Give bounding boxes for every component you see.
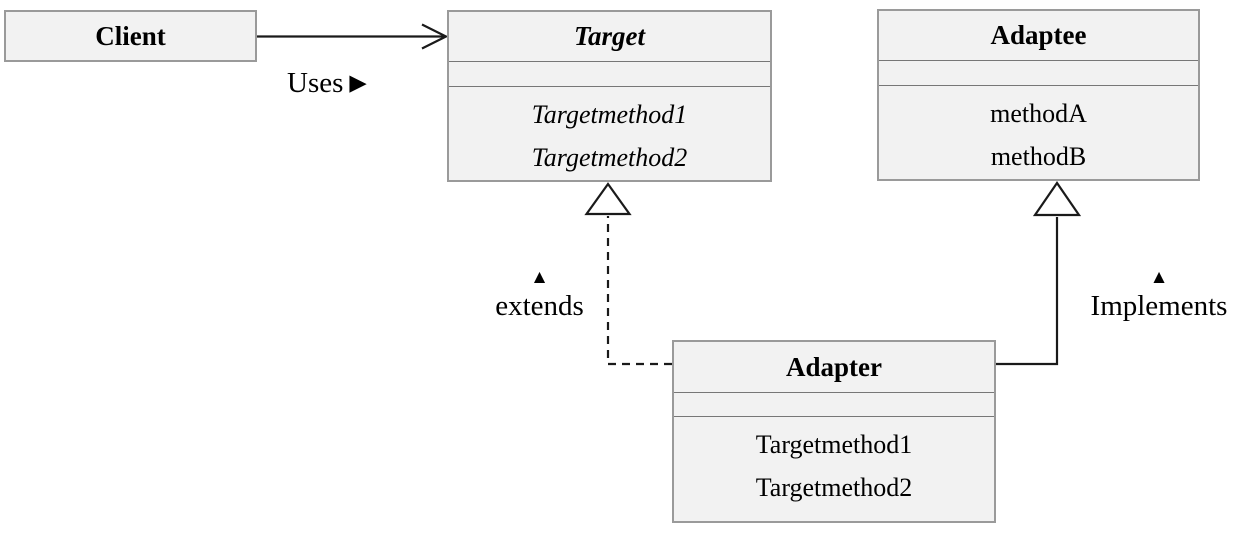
extends-hollow-triangle-icon xyxy=(584,182,632,216)
class-methods-target: Targetmethod1 Targetmethod2 xyxy=(449,87,770,178)
extends-direction-up-icon: ▲ xyxy=(530,267,549,288)
method-item: Targetmethod2 xyxy=(755,473,913,502)
implements-relation-label: ▲ Implements xyxy=(1073,268,1245,324)
method-item: methodB xyxy=(990,142,1087,171)
class-attributes-adapter-empty xyxy=(674,392,994,417)
class-title-target: Target xyxy=(573,21,645,51)
class-box-adapter: Adapter Targetmethod1 Targetmethod2 xyxy=(672,340,996,523)
uses-direction-right-icon: ▶ xyxy=(349,70,367,95)
extends-label-text: extends xyxy=(495,290,584,322)
class-box-adaptee: Adaptee methodA methodB xyxy=(877,9,1200,181)
class-title-client: Client xyxy=(95,20,166,51)
class-attributes-target-empty xyxy=(449,61,770,87)
class-methods-adaptee: methodA methodB xyxy=(879,86,1198,177)
uses-label-text: Uses xyxy=(287,67,344,99)
class-box-client: Client xyxy=(4,10,257,62)
class-box-target: Target Targetmethod1 Targetmethod2 xyxy=(447,10,772,182)
extends-generalization-line xyxy=(606,216,672,366)
class-attributes-adaptee-empty xyxy=(879,60,1198,86)
implements-realization-line xyxy=(996,217,1059,366)
uses-relation-label: Uses▶ xyxy=(287,67,367,100)
method-item: methodA xyxy=(990,99,1087,128)
class-methods-adapter: Targetmethod1 Targetmethod2 xyxy=(674,417,994,519)
implements-label-text: Implements xyxy=(1090,290,1228,322)
class-title-adaptee: Adaptee xyxy=(990,20,1087,50)
implements-direction-up-icon: ▲ xyxy=(1149,267,1169,288)
class-title-adapter: Adapter xyxy=(786,351,882,382)
method-item: Targetmethod2 xyxy=(531,143,688,172)
method-item: Targetmethod1 xyxy=(531,100,688,129)
uses-open-arrowhead-icon xyxy=(421,23,449,50)
implements-hollow-triangle-icon xyxy=(1032,181,1082,217)
extends-relation-label: ▲ extends xyxy=(477,268,602,324)
method-item: Targetmethod1 xyxy=(755,430,913,459)
